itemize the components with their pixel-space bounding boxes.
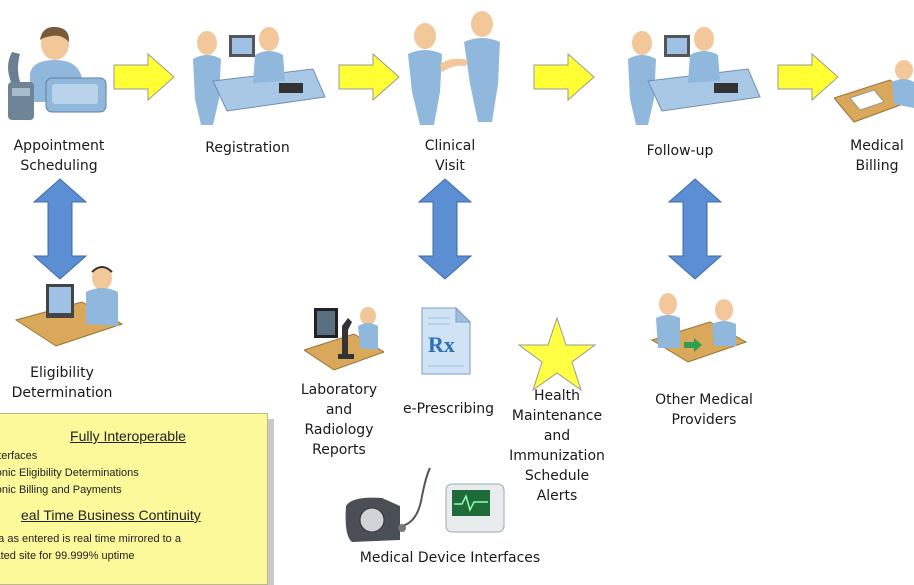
microscope-icon bbox=[304, 304, 384, 376]
star-icon bbox=[517, 316, 597, 392]
desk-person-icon bbox=[618, 25, 763, 125]
double-arrow-eligibility bbox=[32, 178, 88, 280]
label-medical-billing: Medical Billing bbox=[850, 138, 904, 174]
note-heading-continuity: eal Time Business Continuity bbox=[21, 507, 201, 523]
label-e-prescribing: e-Prescribing bbox=[402, 401, 495, 417]
label-clinical-visit: Clinical Visit bbox=[424, 138, 476, 174]
label-eligibility-determination: Eligibility Determination bbox=[11, 365, 113, 401]
note-heading-interoperable: Fully Interoperable bbox=[70, 428, 186, 444]
rx-label: Rx bbox=[428, 332, 455, 357]
flow-arrow-2 bbox=[337, 52, 401, 102]
headset-computer-icon bbox=[12, 262, 124, 347]
label-registration: Registration bbox=[205, 140, 290, 156]
flow-arrow-4 bbox=[776, 52, 840, 102]
label-appointment-scheduling: Appointment Scheduling bbox=[13, 138, 105, 174]
provider-consult-icon bbox=[650, 290, 748, 370]
note-line-billing: tronic Billing and Payments bbox=[0, 484, 122, 496]
note-line-eligibility: tronic Eligibility Determinations bbox=[0, 467, 139, 479]
registration-desk-icon bbox=[183, 25, 328, 125]
label-follow-up: Follow-up bbox=[646, 143, 714, 159]
double-arrow-followup bbox=[667, 178, 723, 280]
label-laboratory-radiology: Laboratory and Radiology Reports bbox=[300, 382, 378, 458]
double-arrow-clinical bbox=[417, 178, 473, 280]
note-line-interfaces: Interfaces bbox=[0, 450, 38, 462]
label-medical-device-interfaces: Medical Device Interfaces bbox=[359, 550, 541, 566]
flow-arrow-1 bbox=[112, 52, 176, 102]
flow-arrow-3 bbox=[532, 52, 596, 102]
label-health-maintenance: Health Maintenance and Immunization Sche… bbox=[509, 388, 605, 504]
label-other-medical-providers: Other Medical Providers bbox=[655, 392, 753, 428]
note-line-mirror: ata as entered is real time mirrored to … bbox=[0, 533, 181, 545]
billing-desk-icon bbox=[834, 60, 914, 130]
note-line-uptime: cated site for 99.999% uptime bbox=[0, 550, 135, 562]
medical-device-icon bbox=[342, 466, 512, 548]
phone-person-icon bbox=[0, 22, 110, 122]
rx-document-icon: Rx bbox=[420, 306, 472, 376]
interoperability-note: Fully Interoperable Interfaces tronic El… bbox=[0, 413, 268, 585]
handshake-icon bbox=[400, 10, 510, 125]
